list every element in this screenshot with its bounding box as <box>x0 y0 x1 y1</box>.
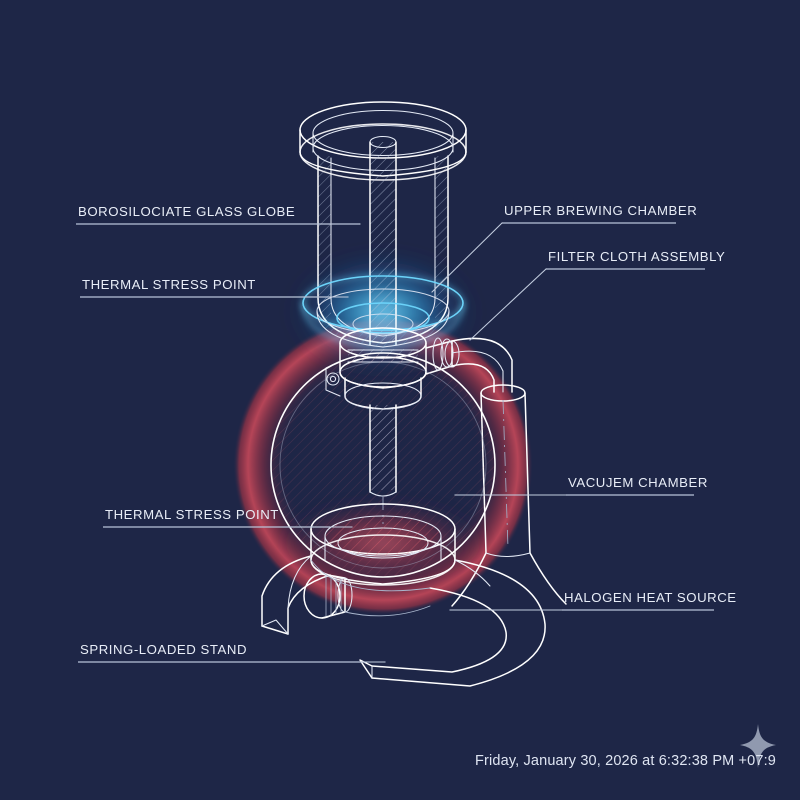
siphon-tube-upper <box>369 135 397 346</box>
callout-leader-lines <box>76 222 714 663</box>
callout-leader-upper-brewing-chamber <box>431 222 503 293</box>
timestamp-label: Friday, January 30, 2026 at 6:32:38 PM +… <box>475 753 776 769</box>
callout-label-vacujem-chamber: VACUJEM CHAMBER <box>568 475 708 490</box>
callout-leader-filter-cloth-assembly <box>469 268 547 341</box>
callout-label-halogen-heat-source: HALOGEN HEAT SOURCE <box>564 590 737 605</box>
callout-label-borosilicate-glass-globe: BOROSILOCIATE GLASS GLOBE <box>78 204 295 219</box>
callout-label-thermal-stress-point-upper: THERMAL STRESS POINT <box>82 277 256 292</box>
filter-cloth-assembly-part <box>302 275 464 349</box>
callout-label-upper-brewing-chamber: UPPER BREWING CHAMBER <box>504 203 697 218</box>
spout-neck <box>432 337 513 393</box>
halogen-heat-source-part <box>310 503 456 586</box>
spring-loaded-stand-part <box>261 555 546 687</box>
callout-labels: BOROSILOCIATE GLASS GLOBE THERMAL STRESS … <box>78 203 737 657</box>
callout-label-spring-loaded-stand: SPRING-LOADED STAND <box>80 642 247 657</box>
callout-label-filter-cloth-assembly: FILTER CLOTH ASSEMBLY <box>548 249 725 264</box>
callout-label-thermal-stress-point-lower: THERMAL STRESS POINT <box>105 507 279 522</box>
siphon-tube-lower <box>369 404 397 524</box>
